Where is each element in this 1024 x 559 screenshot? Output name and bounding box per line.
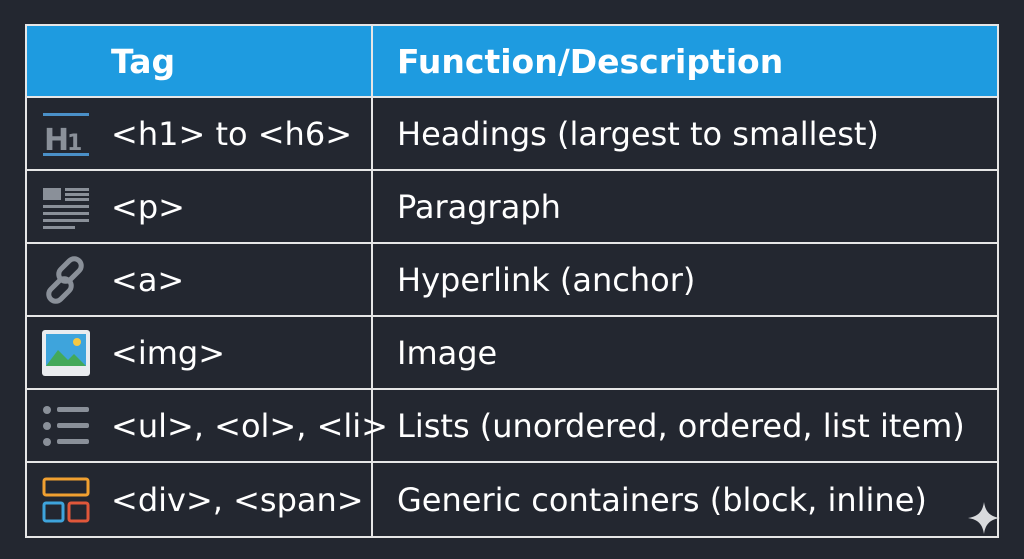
- table-row-description: Paragraph: [373, 171, 997, 244]
- list-icon: [41, 401, 91, 451]
- sparkle-icon: [968, 502, 1000, 534]
- svg-text:1: 1: [67, 131, 82, 156]
- table-row-tag: <a>: [27, 244, 373, 317]
- table-row-description: Lists (unordered, ordered, list item): [373, 390, 997, 463]
- container-icon: [41, 475, 91, 525]
- svg-text:H: H: [44, 123, 69, 158]
- tag-label: <ul>, <ol>, <li>: [111, 406, 388, 445]
- table-row-description: Headings (largest to smallest): [373, 98, 997, 171]
- header-description: Function/Description: [373, 26, 997, 98]
- paragraph-icon: [41, 182, 91, 232]
- table-row-description: Image: [373, 317, 997, 390]
- table-row-tag: <p>: [27, 171, 373, 244]
- table-row-tag: H 1 <h1> to <h6>: [27, 98, 373, 171]
- header-tag: Tag: [27, 26, 373, 98]
- table-row-description: Generic containers (block, inline): [397, 480, 927, 519]
- heading-icon: H 1: [41, 109, 91, 159]
- table-row-description: Hyperlink (anchor): [373, 244, 997, 317]
- tag-label: <a>: [111, 260, 185, 299]
- tag-label: <img>: [111, 333, 225, 372]
- tag-label: <h1> to <h6>: [111, 114, 352, 153]
- html-tags-table: Tag Function/Description H 1 <h1> to <h6…: [25, 24, 999, 538]
- table-row-tag: <ul>, <ol>, <li>: [27, 390, 388, 463]
- table-row-tag: <img>: [27, 317, 373, 390]
- table-row-tag: <div>, <span>: [27, 463, 373, 536]
- tag-label: <p>: [111, 187, 185, 226]
- tag-label: <div>, <span>: [111, 480, 364, 519]
- image-icon: [41, 328, 91, 378]
- link-icon: [41, 255, 91, 305]
